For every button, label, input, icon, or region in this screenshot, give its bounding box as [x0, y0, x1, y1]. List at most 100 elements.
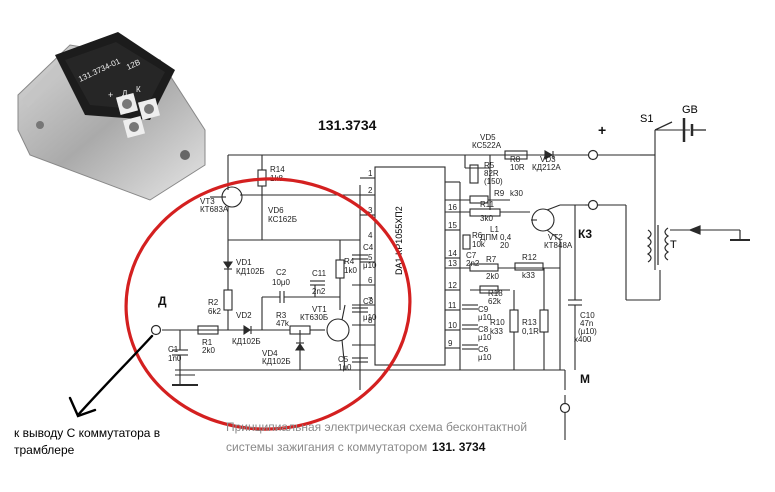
- svg-text:VD6: VD6: [268, 206, 284, 215]
- terminal-plus: [587, 149, 599, 161]
- caption-line2a: системы зажигания с коммутатором: [226, 440, 428, 454]
- ic-pin-7: 7: [368, 296, 373, 305]
- svg-text:μ10: μ10: [478, 353, 492, 362]
- svg-text:1k0: 1k0: [344, 266, 357, 275]
- svg-text:C6: C6: [478, 345, 489, 354]
- svg-text:R14: R14: [270, 165, 285, 174]
- svg-text:1μ0: 1μ0: [338, 363, 352, 372]
- svg-text:КС162Б: КС162Б: [268, 215, 297, 224]
- annotation-arrow: [68, 334, 154, 418]
- svg-text:μ10: μ10: [363, 313, 377, 322]
- svg-text:R5: R5: [484, 161, 495, 170]
- svg-text:R2: R2: [208, 298, 219, 307]
- module-k: К: [136, 85, 141, 94]
- label-gb: GB: [682, 104, 698, 116]
- ic-pin-6: 6: [368, 276, 373, 285]
- svg-text:КС522А: КС522А: [472, 141, 502, 150]
- svg-text:КД102Б: КД102Б: [232, 337, 261, 346]
- svg-text:R8: R8: [510, 155, 521, 164]
- svg-text:C10: C10: [580, 311, 595, 320]
- terminal-circles: [150, 149, 599, 414]
- ic-name: DA1 КР1055ХП2: [394, 206, 404, 275]
- svg-text:(μ10): (μ10): [578, 327, 597, 336]
- svg-text:μ10: μ10: [478, 333, 492, 342]
- svg-text:2n2: 2n2: [312, 287, 326, 296]
- svg-text:КД102Б: КД102Б: [236, 267, 265, 276]
- svg-text:C7: C7: [466, 251, 477, 260]
- ic-pin-1: 1: [368, 169, 373, 178]
- terminal-k3: [587, 199, 599, 211]
- svg-text:10μ0: 10μ0: [272, 278, 291, 287]
- commutator-module-photo: 131.3734-01 12В + Д К: [17, 32, 206, 201]
- svg-text:КТ630Б: КТ630Б: [300, 313, 328, 322]
- svg-text:C3: C3: [363, 297, 374, 306]
- ic-pin-10: 10: [448, 321, 457, 330]
- svg-text:КТ848А: КТ848А: [544, 241, 573, 250]
- annotation-line2: трамблере: [14, 443, 75, 457]
- module-plus: +: [108, 90, 113, 100]
- terminal-d: [150, 324, 162, 336]
- svg-text:VD1: VD1: [236, 258, 252, 267]
- svg-text:82R: 82R: [484, 169, 499, 178]
- highlight-ellipse: [124, 177, 412, 431]
- svg-text:C9: C9: [478, 305, 489, 314]
- ic-pin-12: 12: [448, 281, 457, 290]
- svg-text:x400: x400: [574, 335, 592, 344]
- battery-switch: [654, 118, 706, 142]
- svg-text:6k2: 6k2: [208, 307, 221, 316]
- svg-text:КД212А: КД212А: [532, 163, 561, 172]
- svg-text:k33: k33: [490, 327, 503, 336]
- svg-text:20: 20: [500, 241, 509, 250]
- label-plus: +: [598, 122, 606, 138]
- svg-text:3k0: 3k0: [480, 214, 493, 223]
- circuit-wires: [162, 129, 740, 440]
- ic-pin-3: 3: [368, 206, 373, 215]
- label-k3: К3: [578, 227, 592, 241]
- svg-text:2n2: 2n2: [466, 259, 480, 268]
- svg-text:VT1: VT1: [312, 305, 327, 314]
- svg-text:VD3: VD3: [540, 155, 556, 164]
- svg-text:10k: 10k: [472, 240, 486, 249]
- svg-text:C2: C2: [276, 268, 287, 277]
- caption-line1: Принципиальная электрическая схема беско…: [226, 420, 528, 434]
- svg-text:VD2: VD2: [236, 311, 252, 320]
- svg-text:C1: C1: [168, 345, 179, 354]
- svg-text:C8: C8: [478, 325, 489, 334]
- svg-text:C5: C5: [338, 355, 349, 364]
- ic-pin-4: 4: [368, 231, 373, 240]
- svg-text:μ10: μ10: [363, 261, 377, 270]
- svg-text:L1: L1: [490, 225, 499, 234]
- svg-text:R6: R6: [472, 231, 483, 240]
- svg-text:2k0: 2k0: [202, 346, 215, 355]
- ic-pin-16: 16: [448, 203, 457, 212]
- label-d: Д: [158, 294, 167, 308]
- ic-pin-8: 8: [368, 316, 373, 325]
- ic-pin-13: 13: [448, 259, 457, 268]
- svg-text:R12: R12: [522, 253, 537, 262]
- label-m: М: [580, 372, 590, 386]
- schematic-title: 131.3734: [318, 117, 377, 133]
- svg-text:ДПМ 0,4: ДПМ 0,4: [480, 233, 512, 242]
- svg-text:1n0: 1n0: [168, 354, 182, 363]
- annotation-line1: к выводу С коммутатора в: [14, 426, 161, 440]
- svg-text:R1: R1: [202, 338, 213, 347]
- svg-text:R4: R4: [344, 257, 355, 266]
- svg-text:(150): (150): [484, 177, 503, 186]
- svg-text:КД102Б: КД102Б: [262, 357, 291, 366]
- svg-text:0,1R: 0,1R: [522, 327, 539, 336]
- svg-text:2k0: 2k0: [486, 272, 499, 281]
- ic-pin-11: 11: [448, 301, 457, 310]
- svg-text:62k: 62k: [488, 297, 502, 306]
- svg-text:C11: C11: [312, 269, 327, 278]
- svg-text:μ10: μ10: [478, 313, 492, 322]
- svg-text:VT3: VT3: [200, 197, 215, 206]
- svg-text:k30: k30: [510, 189, 523, 198]
- ic-pin-15: 15: [448, 221, 457, 230]
- svg-text:VD5: VD5: [480, 133, 496, 142]
- svg-text:R10: R10: [490, 318, 505, 327]
- label-s1: S1: [640, 113, 653, 125]
- ic-pin-5: 5: [368, 253, 373, 262]
- terminal-m: [559, 402, 571, 414]
